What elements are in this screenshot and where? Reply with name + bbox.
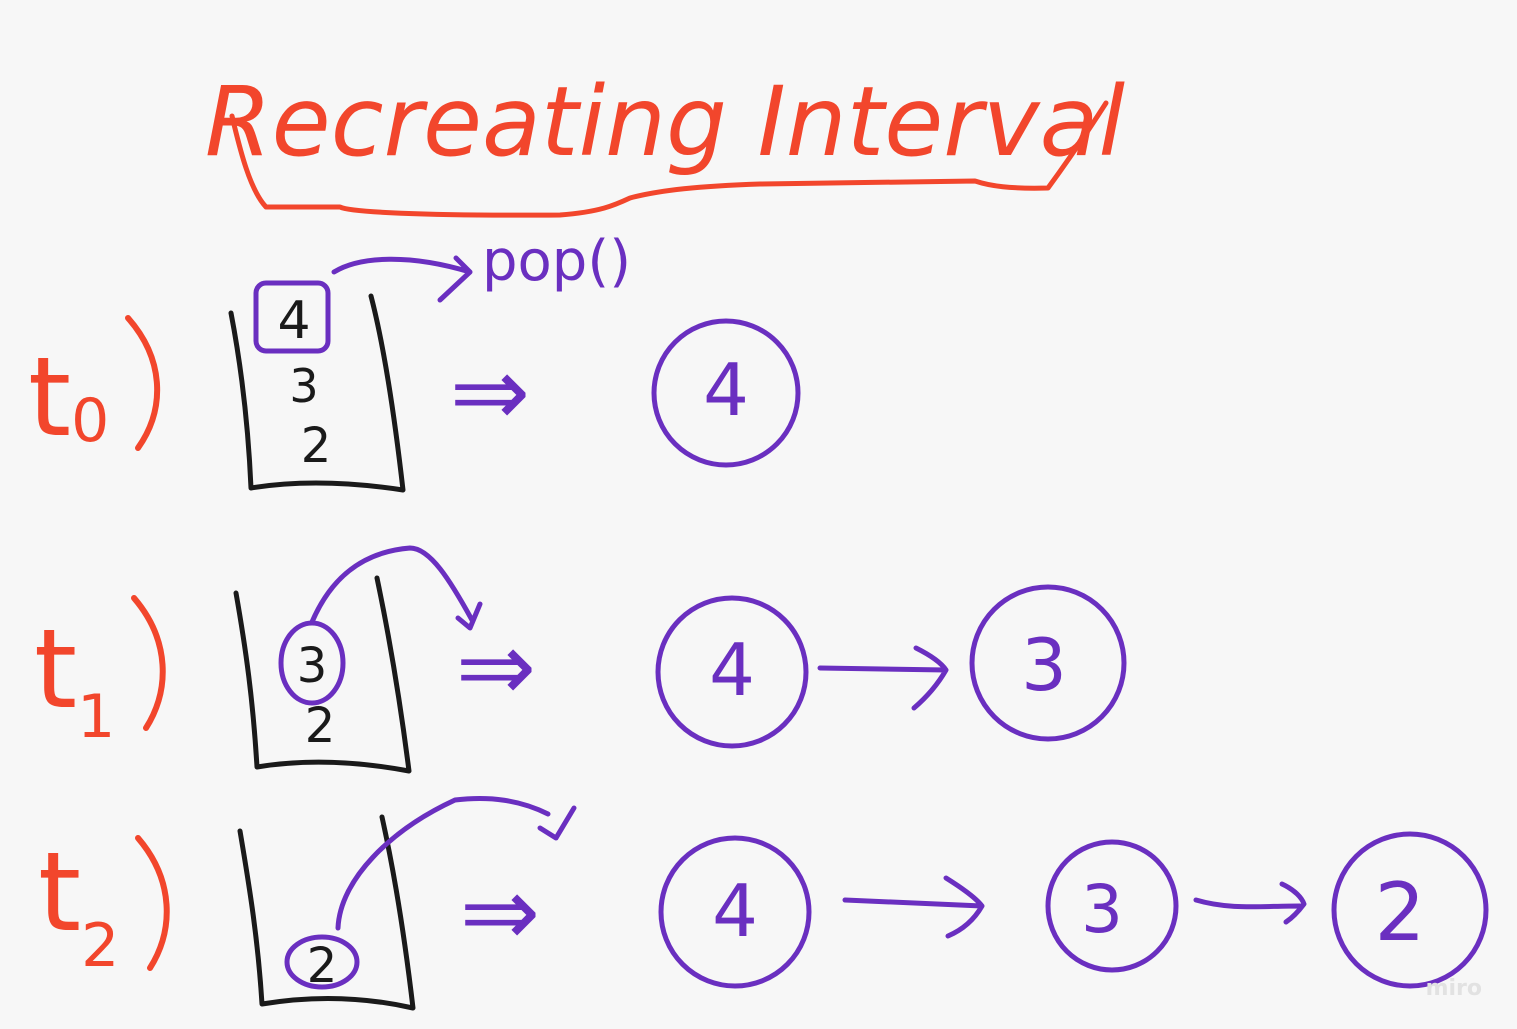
stack-item: 4 — [277, 291, 310, 351]
stack-container — [233, 575, 412, 774]
stack-item: 3 — [289, 359, 318, 413]
popped-item-highlight — [284, 934, 360, 990]
stack-container — [228, 293, 406, 493]
implies-arrow: ⇒ — [450, 336, 530, 448]
list-node — [655, 595, 809, 749]
list-node — [651, 318, 801, 468]
step-label-paren — [125, 315, 161, 451]
step-label: t2 — [38, 828, 119, 981]
step-t0: t0 4 3 2 pop() ⇒ 4 — [28, 229, 801, 493]
step-label-base: t — [34, 605, 77, 733]
list-node — [1331, 831, 1489, 989]
stack-item: 3 — [297, 638, 328, 694]
list-node — [658, 835, 812, 989]
list-node — [969, 584, 1127, 742]
step-t1: t1 3 2 ⇒ 4 3 — [34, 545, 1127, 774]
stack-item: 2 — [301, 418, 332, 474]
step-t2: t2 2 ⇒ 4 3 2 — [38, 796, 1489, 1011]
link-arrow — [1193, 881, 1307, 925]
list-node-value: 4 — [709, 628, 755, 712]
step-label-sub: 0 — [71, 386, 109, 456]
list-node — [1045, 839, 1179, 973]
list-node-value: 2 — [1375, 866, 1426, 959]
stack-item: 2 — [305, 698, 336, 754]
step-label: t1 — [34, 605, 115, 752]
step-label: t0 — [28, 333, 109, 461]
pop-arrow — [309, 545, 483, 631]
link-arrow — [842, 875, 985, 939]
step-label-paren — [131, 595, 166, 731]
list-node-value: 3 — [1021, 623, 1067, 707]
step-label-sub: 1 — [77, 682, 115, 752]
implies-arrow: ⇒ — [456, 611, 536, 723]
implies-arrow: ⇒ — [460, 856, 540, 968]
step-label-base: t — [38, 828, 81, 956]
pop-label: pop() — [482, 229, 631, 294]
stack-item: 2 — [307, 938, 338, 994]
title: Recreating Interval — [205, 66, 1125, 178]
watermark: miro — [1426, 976, 1482, 1001]
stack-container — [237, 814, 416, 1011]
list-node-value: 3 — [1081, 871, 1123, 948]
list-node-value: 4 — [712, 869, 758, 953]
title-brace — [229, 100, 1109, 218]
pop-arrow — [335, 796, 577, 931]
link-arrow — [817, 645, 949, 711]
popped-item-highlight — [253, 280, 331, 354]
list-node-value: 4 — [703, 348, 749, 432]
step-label-base: t — [28, 333, 71, 461]
pop-arrow — [331, 255, 473, 303]
step-label-sub: 2 — [81, 911, 119, 981]
step-label-paren — [135, 835, 170, 971]
